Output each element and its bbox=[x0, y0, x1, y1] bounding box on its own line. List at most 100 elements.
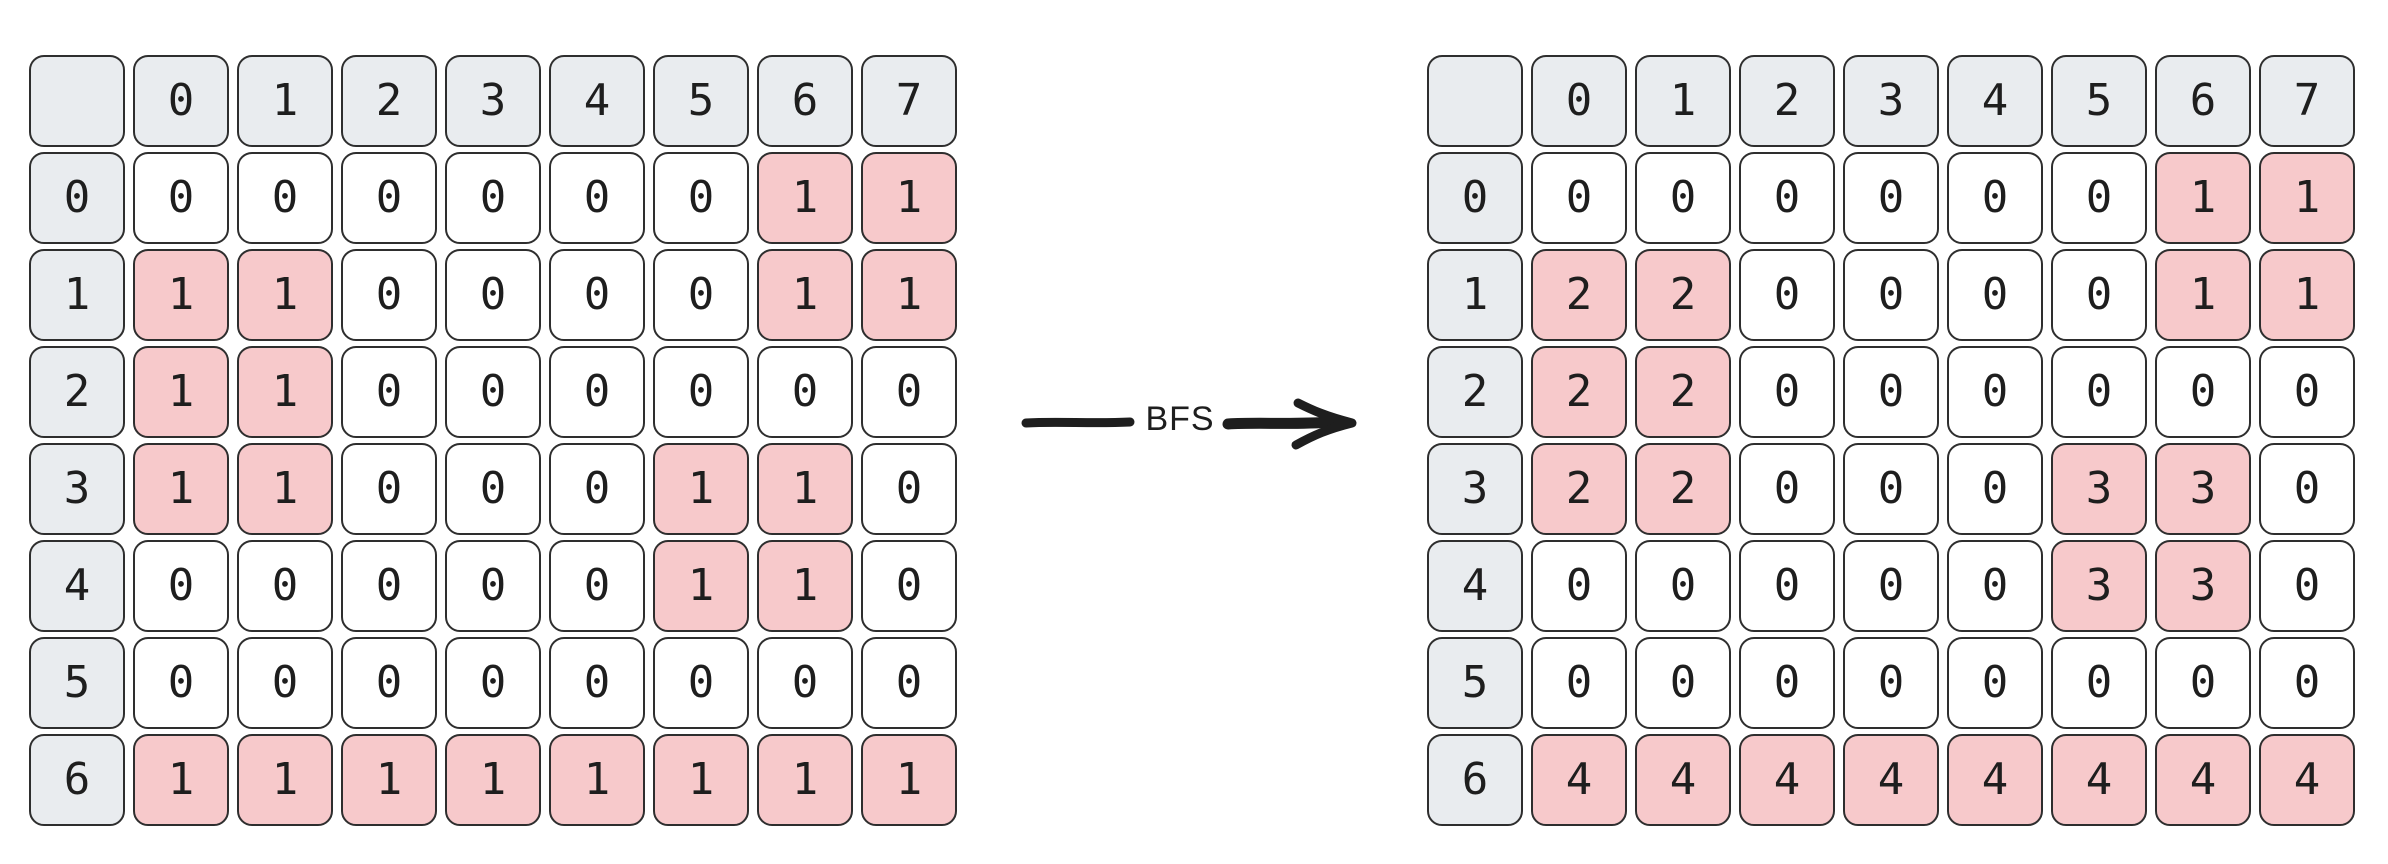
grid-cell: 0 bbox=[445, 152, 541, 244]
grid-cell: 0 bbox=[445, 637, 541, 729]
grid-cell: 1 bbox=[133, 346, 229, 438]
column-header: 2 bbox=[341, 55, 437, 147]
corner-cell bbox=[29, 55, 125, 147]
grid-cell: 1 bbox=[2155, 249, 2251, 341]
column-header: 1 bbox=[1635, 55, 1731, 147]
grid-cell: 0 bbox=[2051, 346, 2147, 438]
grid-cell: 0 bbox=[1947, 152, 2043, 244]
grid-cell: 0 bbox=[861, 443, 957, 535]
grid-cell: 1 bbox=[757, 443, 853, 535]
grid-cell: 0 bbox=[549, 443, 645, 535]
grid-cell: 0 bbox=[1531, 152, 1627, 244]
column-header: 4 bbox=[1947, 55, 2043, 147]
grid-cell: 0 bbox=[1843, 540, 1939, 632]
grid-cell: 0 bbox=[1843, 346, 1939, 438]
column-header: 3 bbox=[445, 55, 541, 147]
grid-cell: 0 bbox=[1843, 249, 1939, 341]
row-header: 0 bbox=[29, 152, 125, 244]
grid-cell: 3 bbox=[2051, 540, 2147, 632]
grid-cell: 1 bbox=[757, 734, 853, 826]
grid-cell: 3 bbox=[2155, 540, 2251, 632]
grid-cell: 2 bbox=[1531, 346, 1627, 438]
grid-cell: 0 bbox=[549, 637, 645, 729]
arrow-shaft-stroke bbox=[1222, 416, 1338, 430]
row-header: 2 bbox=[29, 346, 125, 438]
grid-cell: 1 bbox=[653, 734, 749, 826]
column-header: 5 bbox=[653, 55, 749, 147]
grid-cell: 1 bbox=[445, 734, 541, 826]
grid-cell: 1 bbox=[133, 443, 229, 535]
grid-cell: 1 bbox=[757, 540, 853, 632]
grid-cell: 1 bbox=[861, 152, 957, 244]
grid-cell: 0 bbox=[549, 540, 645, 632]
corner-cell bbox=[1427, 55, 1523, 147]
grid-cell: 1 bbox=[341, 734, 437, 826]
grid-cell: 1 bbox=[861, 249, 957, 341]
grid-cell: 2 bbox=[1531, 443, 1627, 535]
grid-cell: 0 bbox=[1635, 540, 1731, 632]
grid-cell: 1 bbox=[757, 249, 853, 341]
column-header: 6 bbox=[2155, 55, 2251, 147]
grid-cell: 0 bbox=[1947, 540, 2043, 632]
row-header: 6 bbox=[29, 734, 125, 826]
grid-cell: 0 bbox=[1843, 443, 1939, 535]
grid-cell: 0 bbox=[861, 540, 957, 632]
column-header: 3 bbox=[1843, 55, 1939, 147]
grid-cell: 3 bbox=[2155, 443, 2251, 535]
grid-cell: 4 bbox=[1635, 734, 1731, 826]
grid-cell: 0 bbox=[2259, 637, 2355, 729]
grid-cell: 0 bbox=[1947, 443, 2043, 535]
column-header: 4 bbox=[549, 55, 645, 147]
grid-cell: 0 bbox=[757, 346, 853, 438]
grid-cell: 0 bbox=[2051, 637, 2147, 729]
grid-cell: 1 bbox=[861, 734, 957, 826]
grid-cell: 0 bbox=[445, 249, 541, 341]
grid-cell: 0 bbox=[549, 346, 645, 438]
grid-cell: 0 bbox=[445, 540, 541, 632]
grid-cell: 0 bbox=[2155, 346, 2251, 438]
grid-cell: 1 bbox=[653, 443, 749, 535]
column-header: 7 bbox=[861, 55, 957, 147]
row-header: 3 bbox=[1427, 443, 1523, 535]
grid-cell: 0 bbox=[653, 152, 749, 244]
grid-cell: 1 bbox=[2259, 249, 2355, 341]
grid-cell: 1 bbox=[549, 734, 645, 826]
grid-cell: 0 bbox=[653, 637, 749, 729]
arrow-head-stroke bbox=[1291, 398, 1357, 450]
arrow-label: BFS bbox=[1145, 400, 1215, 438]
grid-cell: 0 bbox=[1739, 249, 1835, 341]
grid-cell: 0 bbox=[133, 152, 229, 244]
grid-cell: 1 bbox=[237, 346, 333, 438]
grid-cell: 0 bbox=[2259, 540, 2355, 632]
grid-cell: 1 bbox=[133, 734, 229, 826]
grid-cell: 0 bbox=[1739, 346, 1835, 438]
grid-cell: 0 bbox=[2051, 152, 2147, 244]
column-header: 5 bbox=[2051, 55, 2147, 147]
grid-cell: 0 bbox=[1843, 637, 1939, 729]
grid-cell: 0 bbox=[1739, 152, 1835, 244]
grid-cell: 0 bbox=[341, 249, 437, 341]
grid-cell: 0 bbox=[1843, 152, 1939, 244]
column-header: 6 bbox=[757, 55, 853, 147]
row-header: 0 bbox=[1427, 152, 1523, 244]
row-header: 1 bbox=[29, 249, 125, 341]
grid-cell: 0 bbox=[549, 152, 645, 244]
row-header: 4 bbox=[29, 540, 125, 632]
grid-cell: 0 bbox=[2051, 249, 2147, 341]
grid-cell: 0 bbox=[341, 443, 437, 535]
row-header: 5 bbox=[29, 637, 125, 729]
grid-cell: 0 bbox=[1635, 152, 1731, 244]
grid-cell: 0 bbox=[1947, 249, 2043, 341]
grid-cell: 0 bbox=[861, 346, 957, 438]
row-header: 6 bbox=[1427, 734, 1523, 826]
grid-cell: 0 bbox=[549, 249, 645, 341]
grid-cell: 0 bbox=[2259, 443, 2355, 535]
grid-cell: 0 bbox=[1635, 637, 1731, 729]
grid-cell: 1 bbox=[237, 734, 333, 826]
bfs-arrow bbox=[1021, 398, 1357, 450]
grid-cell: 0 bbox=[1947, 346, 2043, 438]
grid-cell: 1 bbox=[237, 443, 333, 535]
grid-cell: 0 bbox=[1531, 637, 1627, 729]
grid-cell: 0 bbox=[861, 637, 957, 729]
